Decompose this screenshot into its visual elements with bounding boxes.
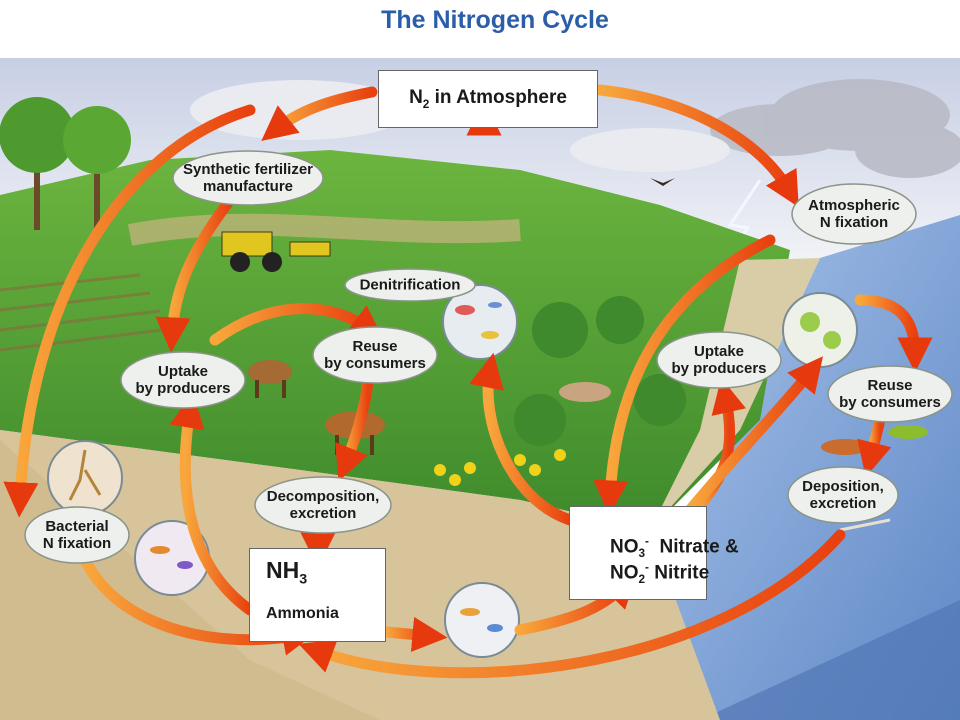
arrow-reuse-to-deposition bbox=[857, 414, 892, 478]
tractor-icon bbox=[221, 231, 331, 272]
nitrogen-cycle-scene bbox=[0, 58, 960, 720]
formula-subscript: 3 bbox=[299, 571, 308, 588]
ammonia-formula: NH3 bbox=[266, 557, 307, 588]
bubble-uptake-land bbox=[120, 351, 246, 409]
formula-superscript: - bbox=[645, 535, 649, 548]
atmosphere-nitrogen-box: N2 in Atmosphere bbox=[378, 70, 598, 128]
soil-front bbox=[0, 440, 380, 720]
label-line: Deposition, bbox=[802, 478, 884, 495]
nitrate-nitrite-box: NO3- Nitrate & NO2- Nitrite bbox=[569, 506, 739, 600]
bubble-synthetic-fertilizer bbox=[172, 150, 324, 206]
crop-field bbox=[0, 273, 171, 352]
nitrate-line: NO3- Nitrate & bbox=[610, 535, 739, 560]
label-deposition: Deposition, excretion bbox=[802, 478, 884, 512]
arrow-atmos-to-fixation bbox=[594, 84, 799, 208]
label-line: N fixation bbox=[819, 214, 889, 231]
bubble-bacterial-fixation bbox=[24, 506, 130, 564]
formula-subscript: 2 bbox=[422, 97, 430, 111]
tree-group-left bbox=[0, 97, 131, 240]
ammonia-box: NH3 Ammonia bbox=[249, 548, 386, 642]
label-line: manufacture bbox=[202, 178, 294, 195]
bird-icon bbox=[650, 178, 675, 186]
label-line: Reuse bbox=[352, 338, 398, 355]
root-nodule-circle bbox=[47, 440, 123, 516]
bubble-denitrification bbox=[344, 268, 476, 302]
atmosphere-text: in Atmosphere bbox=[429, 87, 567, 108]
hawk-icon bbox=[559, 382, 611, 402]
label-synthetic-fertilizer: Synthetic fertilizer manufacture bbox=[183, 161, 313, 195]
fish-icon bbox=[821, 425, 928, 455]
arrow-algae-to-reuse bbox=[854, 294, 933, 373]
label-reuse-water: Reuse by consumers bbox=[839, 377, 941, 411]
label-line: Synthetic fertilizer bbox=[182, 161, 314, 178]
water-body bbox=[650, 215, 960, 720]
nitrite-line: NO2- Nitrite bbox=[610, 561, 709, 586]
arrow-uptake-to-reuse bbox=[209, 303, 385, 346]
bubble-atmospheric-fixation bbox=[791, 183, 917, 245]
bubble-deposition bbox=[787, 466, 899, 524]
water-side bbox=[700, 600, 960, 720]
label-denitrification: Denitrification bbox=[360, 277, 461, 294]
label-atmospheric-fixation: Atmospheric N fixation bbox=[808, 197, 900, 231]
arrow-fertilizer-loop-left bbox=[3, 104, 256, 518]
label-decomposition: Decomposition, excretion bbox=[267, 488, 380, 522]
arrow-nh3-to-microbes bbox=[380, 616, 448, 652]
microbe-circle-nitrification bbox=[444, 582, 520, 658]
label-line: Denitrification bbox=[359, 276, 461, 294]
label-line: N fixation bbox=[42, 535, 112, 552]
formula-part: NH bbox=[266, 557, 300, 583]
label-line: by producers bbox=[671, 360, 767, 377]
storm-cloud bbox=[710, 79, 960, 178]
arrow-nh3-to-uptake bbox=[169, 392, 256, 616]
arrow-reuse-to-decomp bbox=[335, 374, 374, 482]
arrow-fertilizer-to-uptake bbox=[155, 194, 236, 353]
fish-skeleton-icon bbox=[839, 518, 891, 532]
arrow-atmos-to-fertilizer bbox=[261, 86, 378, 141]
label-bacterial-fixation: Bacterial N fixation bbox=[43, 518, 111, 552]
label-line: excretion bbox=[809, 495, 877, 512]
label-line: by producers bbox=[135, 380, 231, 397]
label-line: Reuse bbox=[867, 377, 913, 394]
tree-group-right bbox=[514, 296, 686, 446]
arrow-nitrate-to-algae bbox=[684, 356, 823, 516]
dirt-road bbox=[127, 213, 521, 246]
label-uptake-land: Uptake by producers bbox=[135, 363, 230, 397]
label-line: Bacterial bbox=[45, 518, 109, 535]
label-line: by consumers bbox=[324, 355, 426, 372]
formula-subscript: 3 bbox=[638, 547, 646, 561]
label-line: Uptake bbox=[693, 343, 745, 360]
nitrite-text: Nitrite bbox=[648, 562, 710, 584]
label-line: Atmospheric bbox=[808, 197, 900, 214]
goat-icon bbox=[248, 360, 292, 398]
bubble-reuse-water bbox=[827, 365, 953, 423]
formula-part: NO bbox=[610, 536, 639, 558]
label-line: Decomposition, bbox=[266, 488, 380, 505]
arrow-fixation-to-nitrate bbox=[593, 234, 776, 516]
formula-superscript: - bbox=[645, 561, 649, 574]
label-uptake-water: Uptake by producers bbox=[671, 343, 766, 377]
label-bubbles bbox=[24, 150, 953, 564]
atmosphere-label: N2 in Atmosphere bbox=[379, 87, 597, 111]
bubble-uptake-water bbox=[656, 331, 782, 389]
flowers bbox=[434, 449, 566, 486]
bubble-reuse-land bbox=[312, 326, 438, 384]
label-line: Uptake bbox=[157, 363, 209, 380]
diagram-title: The Nitrogen Cycle bbox=[381, 6, 609, 34]
ammonia-name: Ammonia bbox=[266, 605, 339, 622]
nitrate-text: Nitrate & bbox=[648, 536, 739, 558]
arrow-deposition-to-nh3 bbox=[298, 529, 846, 679]
formula-subscript: 2 bbox=[638, 573, 646, 587]
formula-part: N bbox=[409, 87, 423, 108]
label-reuse-land: Reuse by consumers bbox=[324, 338, 426, 372]
microbe-circle-denitrification bbox=[442, 284, 518, 360]
arrow-nitrate-to-denitrification bbox=[469, 352, 576, 526]
label-line: by consumers bbox=[839, 394, 941, 411]
bubble-decomposition bbox=[254, 476, 392, 534]
formula-part: NO bbox=[610, 562, 639, 584]
microbe-circle-algae bbox=[782, 292, 858, 368]
label-line: excretion bbox=[289, 505, 357, 522]
